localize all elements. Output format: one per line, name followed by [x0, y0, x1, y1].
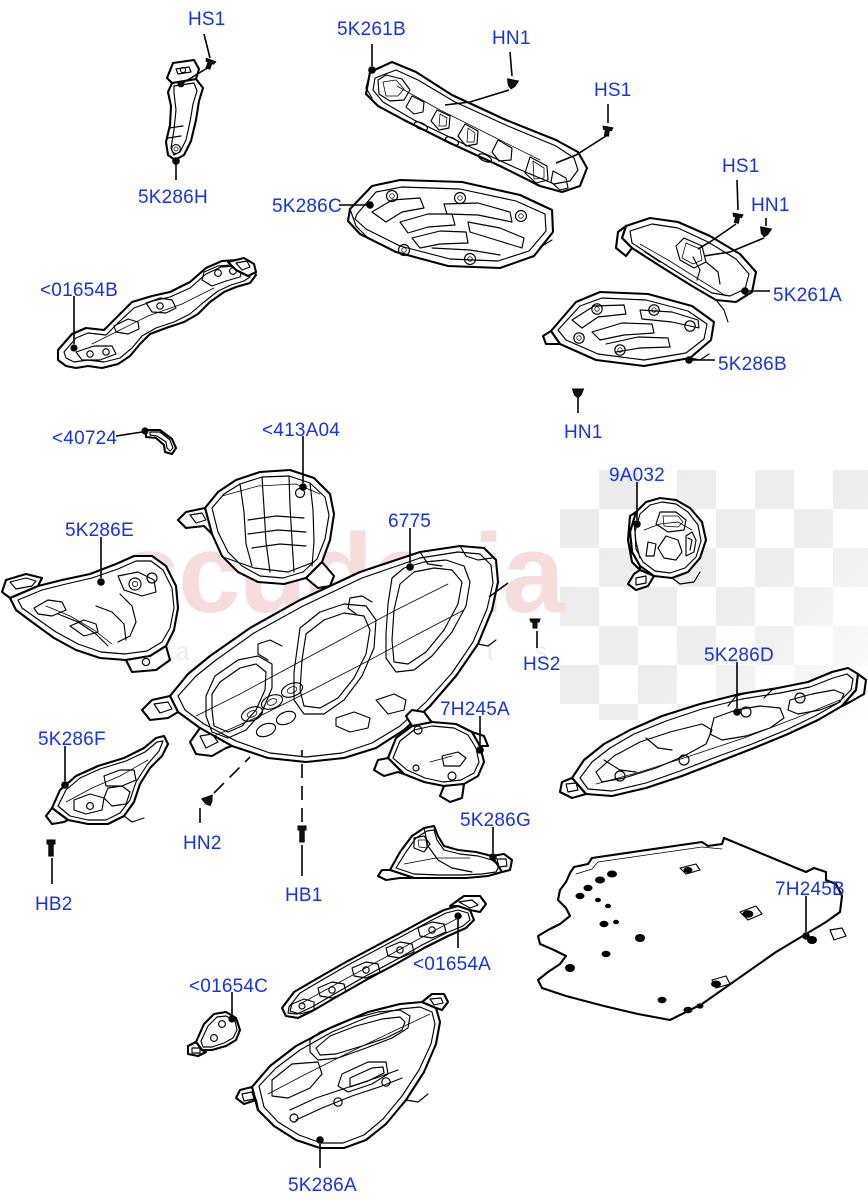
fastener-HB2: [46, 839, 56, 857]
part-9A032: [626, 496, 708, 592]
part-label-5K286H: 5K286H: [138, 187, 208, 208]
part-6775: [140, 544, 500, 764]
part-label-HS1-b: HS1: [594, 80, 632, 101]
part-01654A: [280, 894, 488, 1020]
part-5K286G: [376, 824, 514, 882]
part-label-5K286G: 5K286G: [460, 810, 531, 831]
part-label-7H245A: 7H245A: [440, 699, 510, 720]
fastener-HS1-a: [202, 57, 217, 71]
fastener-HS2: [529, 618, 541, 629]
fastener-HN1-a: [505, 78, 519, 91]
part-5K286H: [164, 58, 205, 162]
fastener-HN1-b: [758, 226, 772, 239]
part-label-HS2: HS2: [523, 654, 561, 675]
part-5K286D: [558, 666, 868, 800]
fastener-HS1-c: [731, 212, 744, 225]
part-5K286A: [234, 992, 450, 1150]
part-5K286B: [541, 290, 716, 368]
fastener-HB1: [297, 825, 307, 843]
part-label-5K286D: 5K286D: [704, 645, 774, 666]
part-label-7H245B: 7H245B: [775, 879, 845, 900]
part-5K286C: [346, 178, 555, 270]
part-label-9A032: 9A032: [609, 465, 665, 486]
part-label-6775: 6775: [388, 511, 432, 532]
part-7H245B: [536, 836, 847, 1022]
fastener-HS1-b: [601, 125, 614, 138]
part-label-01654B: <01654B: [40, 280, 119, 301]
part-label-40724: <40724: [52, 428, 118, 449]
part-label-01654A: <01654A: [413, 954, 492, 975]
part-label-5K261A: 5K261A: [773, 285, 842, 306]
part-01654B: [56, 256, 258, 370]
part-label-HN1-b: HN1: [751, 195, 790, 216]
part-5K261A: [614, 216, 758, 323]
part-label-HN2: HN2: [183, 833, 222, 854]
part-5K286E: [0, 554, 180, 674]
part-label-5K286A: 5K286A: [288, 1175, 357, 1196]
fastener-HN2: [201, 794, 216, 808]
part-label-01654C: <01654C: [189, 976, 269, 997]
part-7H245A: [372, 708, 490, 804]
part-label-5K286E: 5K286E: [65, 520, 134, 541]
part-label-413A04: <413A04: [262, 420, 341, 441]
part-label-HN1-a: HN1: [492, 28, 531, 49]
part-label-HB1: HB1: [285, 885, 323, 906]
part-5K286F: [44, 734, 170, 826]
part-40724: [144, 428, 178, 456]
part-label-HS1-a: HS1: [188, 9, 226, 30]
part-label-HS1-c: HS1: [722, 156, 760, 177]
fastener-HN1-c: [572, 388, 584, 399]
part-label-5K261B: 5K261B: [337, 19, 406, 40]
part-01654C: [186, 1010, 242, 1058]
part-label-HB2: HB2: [35, 894, 73, 915]
part-5K261B: [364, 60, 589, 194]
part-label-5K286F: 5K286F: [38, 729, 106, 750]
part-413A04: [176, 468, 336, 590]
part-label-5K286B: 5K286B: [718, 354, 787, 375]
part-label-HN1-c: HN1: [564, 422, 603, 443]
part-label-5K286C: 5K286C: [272, 196, 342, 217]
